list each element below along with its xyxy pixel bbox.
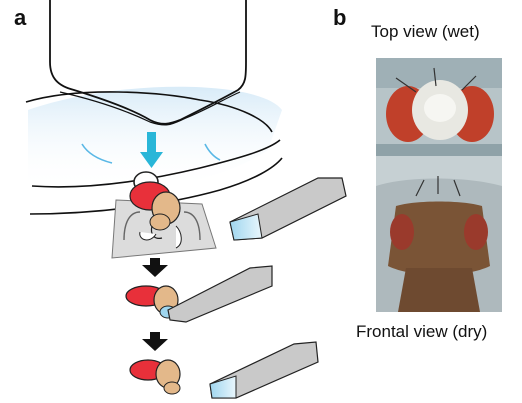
step-arrow-icon xyxy=(142,332,168,351)
fly-head-step3 xyxy=(130,360,180,394)
step-arrow-icon xyxy=(142,258,168,277)
dissection-tool-step3 xyxy=(210,342,318,398)
dissection-tool-step1 xyxy=(230,178,346,240)
top-view-photo xyxy=(376,58,502,156)
dissection-tool-step2 xyxy=(168,266,272,322)
frontal-view-photo xyxy=(376,156,502,312)
